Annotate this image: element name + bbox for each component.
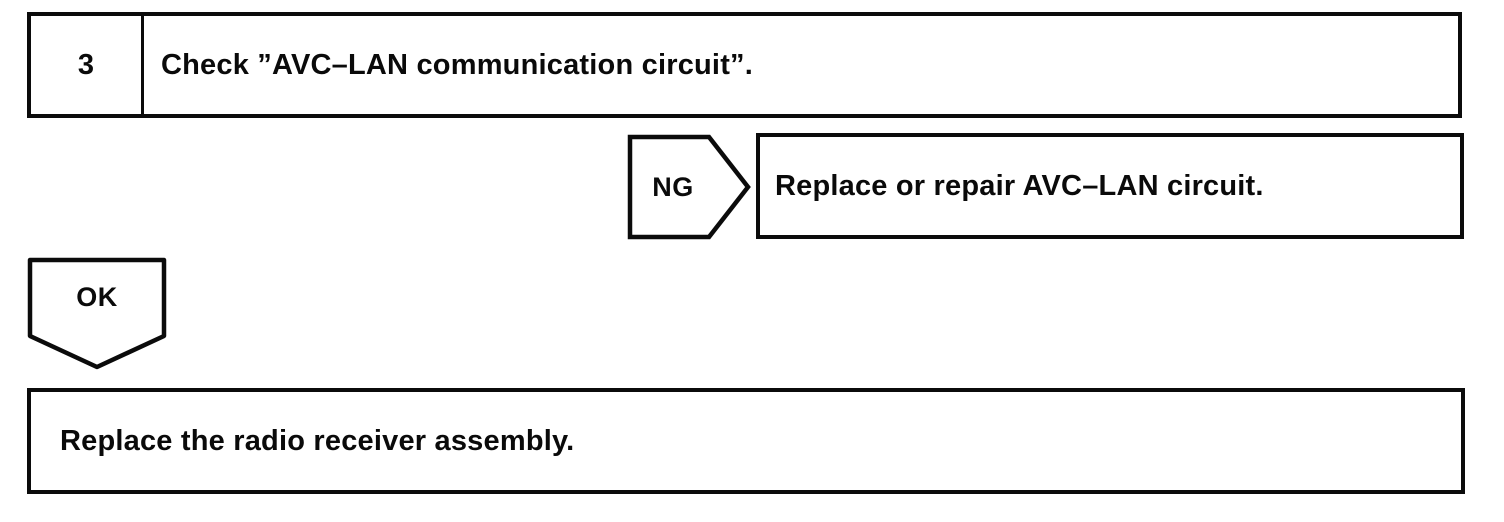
ng-action-text: Replace or repair AVC–LAN circuit. [775,169,1264,202]
ng-pentagon-icon [627,134,751,240]
ok-pentagon-icon [27,257,167,370]
ng-label: NG [652,171,694,202]
step-box: 3 Check ”AVC–LAN communication circuit”. [27,12,1462,118]
ng-action-box: Replace or repair AVC–LAN circuit. [756,133,1464,239]
ok-connector: OK [27,257,167,371]
step-number: 3 [31,16,144,114]
ng-connector: NG [627,134,751,240]
ok-action-box: Replace the radio receiver assembly. [27,388,1465,494]
ok-label: OK [76,281,118,312]
step-instruction: Check ”AVC–LAN communication circuit”. [161,48,754,81]
ok-action-text: Replace the radio receiver assembly. [60,424,575,457]
